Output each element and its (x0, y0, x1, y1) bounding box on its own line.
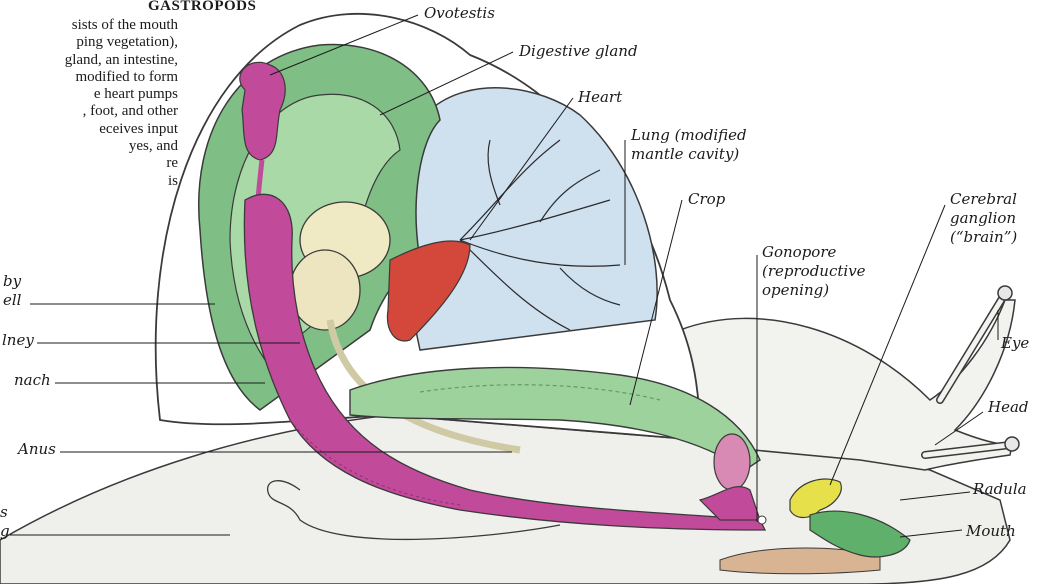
intro-line: modified to form (0, 69, 178, 86)
label-eye: Eye (1001, 334, 1029, 353)
intro-line: ping vegetation), (0, 34, 178, 51)
label-anus: Anus (18, 440, 56, 459)
intro-line: re (0, 155, 178, 172)
label-gonopore: Gonopore (reproductive opening) (762, 243, 866, 300)
label-head: Head (988, 398, 1029, 417)
label-cerebral-ganglion: Cerebral ganglion (“brain”) (950, 190, 1017, 247)
intro-line: yes, and (0, 138, 178, 155)
label-ovotestis: Ovotestis (424, 4, 495, 23)
label-kidney-fragment: lney (2, 331, 34, 350)
label-bottom-fragment: s g (0, 503, 10, 541)
intro-line: , foot, and other (0, 103, 178, 120)
intro-paragraph: sists of the mouth ping vegetation), gla… (0, 17, 178, 190)
label-shell-fragment: by ell (3, 272, 21, 310)
section-title: GASTROPODS (148, 0, 256, 15)
label-digestive-gland: Digestive gland (519, 42, 638, 61)
label-stomach-fragment: nach (14, 371, 51, 390)
lung (406, 88, 657, 350)
intro-line: gland, an intestine, (0, 52, 178, 69)
intro-line: e heart pumps (0, 86, 178, 103)
label-heart: Heart (578, 88, 622, 107)
label-crop: Crop (688, 190, 725, 209)
label-radula: Radula (973, 480, 1027, 499)
label-mouth: Mouth (966, 522, 1016, 541)
penis-sac (714, 434, 750, 490)
eye-spot (998, 286, 1012, 300)
label-lung: Lung (modified mantle cavity) (631, 126, 747, 164)
intro-line: eceives input (0, 121, 178, 138)
intro-line: sists of the mouth (0, 17, 178, 34)
gonopore-spot (758, 516, 766, 524)
intro-line: is (0, 173, 178, 190)
